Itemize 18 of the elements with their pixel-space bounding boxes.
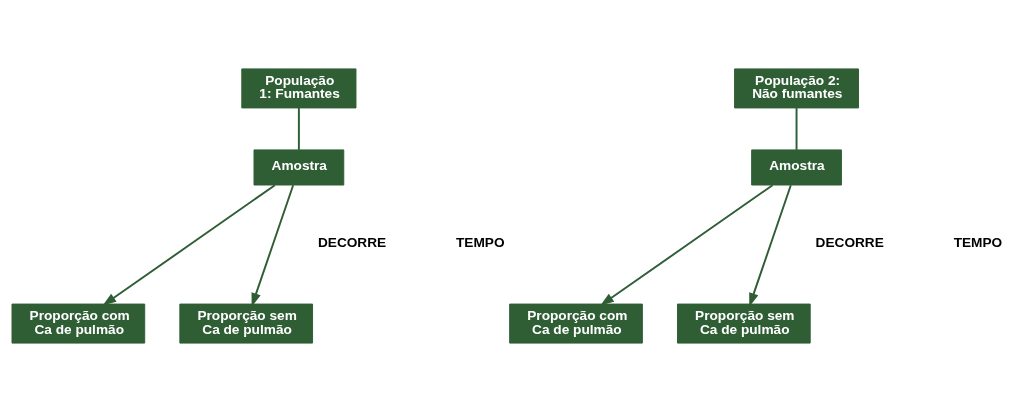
node-box: População 1: Fumantes [241,68,357,109]
node-box: Proporção sem Ca de pulmão [677,303,811,344]
label: TEMPO [455,235,505,251]
node-box: Amostra [751,149,842,186]
connector [795,107,798,151]
arrow [600,184,774,306]
node-box: População 2: Não fumantes [734,68,859,109]
node-box: Proporção com Ca de pulmão [509,303,643,344]
label: TEMPO [953,235,1003,251]
label: DECORRE [317,235,387,251]
connector [297,107,300,151]
arrow [251,184,295,307]
arrow [749,184,792,307]
label: DECORRE [815,235,884,251]
node-box: Proporção sem Ca de pulmão [179,303,314,344]
arrow [102,184,276,306]
node-box: Proporção com Ca de pulmão [11,303,146,344]
node-box: Amostra [253,149,345,186]
